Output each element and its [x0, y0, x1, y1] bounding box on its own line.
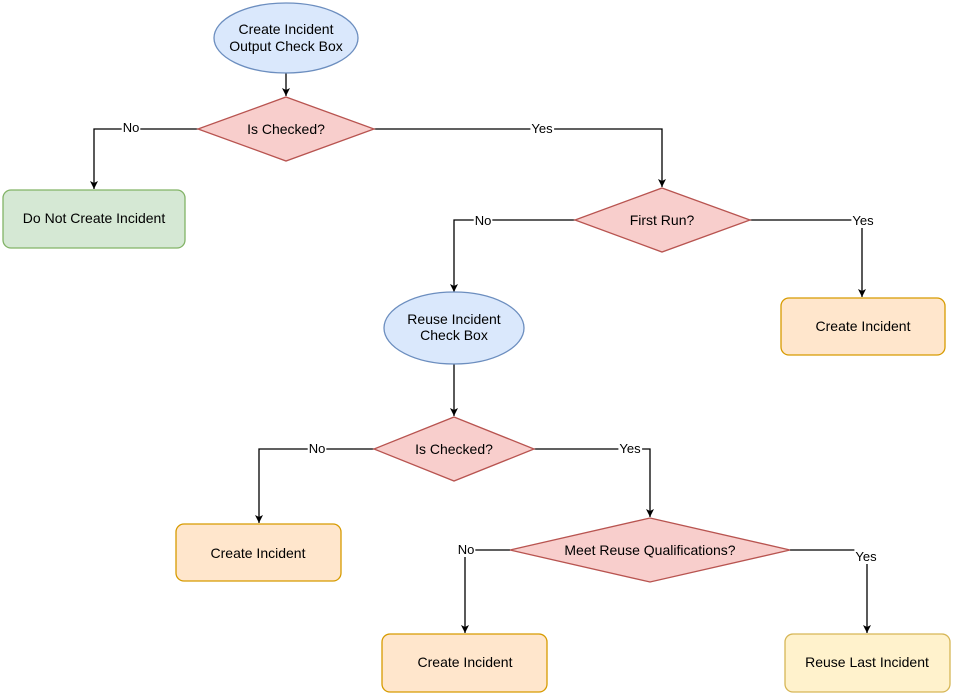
decision-meet-reuse: Meet Reuse Qualifications?	[509, 517, 791, 583]
edge-meet-reuse-no	[461, 549, 510, 633]
start-node-line2: Output Check Box	[229, 38, 343, 54]
create-incident-node: Create Incident	[780, 297, 946, 356]
decision-is-checked: Is Checked?	[196, 96, 376, 162]
create-incident-label: Create Incident	[816, 318, 911, 334]
edge-label-yes: Yes	[619, 441, 641, 456]
reuse-check-line1: Reuse Incident	[407, 311, 501, 327]
edge-label-yes: Yes	[855, 549, 877, 564]
reuse-last-incident-label: Reuse Last Incident	[805, 654, 929, 670]
edge-label-no: No	[458, 542, 475, 557]
decision-first-run-label: First Run?	[630, 212, 695, 228]
edge-first-run-no	[450, 219, 575, 292]
create-incident-node: Create Incident	[175, 523, 342, 582]
do-not-create-node: Do Not Create Incident	[2, 189, 186, 249]
start-node: Create Incident Output Check Box	[213, 2, 359, 74]
edge-label-yes: Yes	[852, 213, 874, 228]
decision-meet-reuse-label: Meet Reuse Qualifications?	[564, 542, 735, 558]
decision-is-checked-2-label: Is Checked?	[415, 441, 493, 457]
create-incident-node: Create Incident	[381, 633, 548, 693]
edge-label-no: No	[475, 213, 492, 228]
decision-is-checked-label: Is Checked?	[247, 121, 325, 137]
edge-label-no: No	[123, 120, 140, 135]
reuse-check-node: Reuse Incident Check Box	[383, 291, 525, 365]
edge-label-no: No	[309, 441, 326, 456]
reuse-last-incident-node: Reuse Last Incident	[784, 633, 951, 693]
edge-is-checked-yes	[374, 128, 666, 187]
decision-first-run: First Run?	[573, 187, 752, 253]
create-incident-label: Create Incident	[418, 654, 513, 670]
edge-first-run-yes	[750, 219, 866, 297]
edge-is-checked-2-yes	[534, 448, 654, 517]
start-node-line1: Create Incident	[239, 21, 334, 37]
edge-is-checked-no	[90, 128, 198, 189]
do-not-create-label: Do Not Create Incident	[23, 210, 166, 226]
create-incident-label: Create Incident	[211, 545, 306, 561]
decision-is-checked-2: Is Checked?	[372, 416, 536, 482]
edge-label-yes: Yes	[531, 121, 553, 136]
edge-is-checked-2-no	[255, 448, 374, 523]
reuse-check-line2: Check Box	[420, 327, 488, 343]
edge-labels: No Yes No Yes No Yes No Yes	[121, 120, 879, 564]
